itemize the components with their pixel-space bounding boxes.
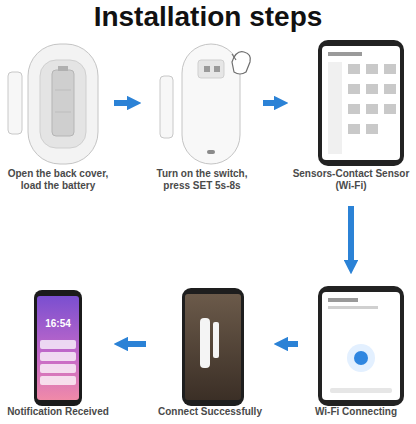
step-caption: Wi-Fi Connecting bbox=[300, 406, 412, 418]
flow-arrow bbox=[128, 341, 146, 347]
step-box: Connect Successfully bbox=[148, 282, 272, 418]
flow-arrow bbox=[288, 341, 298, 347]
flow-arrow bbox=[263, 100, 274, 106]
step-caption: Turn on the switch, press SET 5s-8s bbox=[143, 168, 261, 192]
sensor-closed bbox=[160, 44, 250, 164]
flow-arrow bbox=[348, 206, 354, 260]
phone-connected bbox=[182, 288, 244, 406]
step-box: Turn on the switch, press SET 5s-8s bbox=[143, 38, 261, 192]
step-caption: Sensors-Contact Sensor (Wi-Fi) bbox=[290, 168, 412, 192]
page-title: Installation steps bbox=[0, 0, 416, 34]
step-box: Sensors-Contact Sensor (Wi-Fi) bbox=[290, 38, 412, 192]
step-caption: Connect Successfully bbox=[148, 406, 272, 418]
phone-connecting bbox=[318, 286, 404, 406]
step-caption: Open the back cover, load the battery bbox=[4, 168, 112, 192]
phone-app-list bbox=[318, 40, 404, 166]
sensor-open bbox=[8, 44, 98, 164]
step-box: Wi-Fi Connecting bbox=[300, 282, 412, 418]
step-box: Open the back cover, load the battery bbox=[4, 38, 112, 192]
flow-arrow bbox=[114, 100, 127, 106]
step-caption: Notification Received bbox=[4, 406, 112, 418]
clock-time: 16:54 bbox=[34, 318, 82, 329]
phone-lock-screen bbox=[34, 290, 82, 406]
step-box: Notification Received bbox=[4, 282, 112, 418]
